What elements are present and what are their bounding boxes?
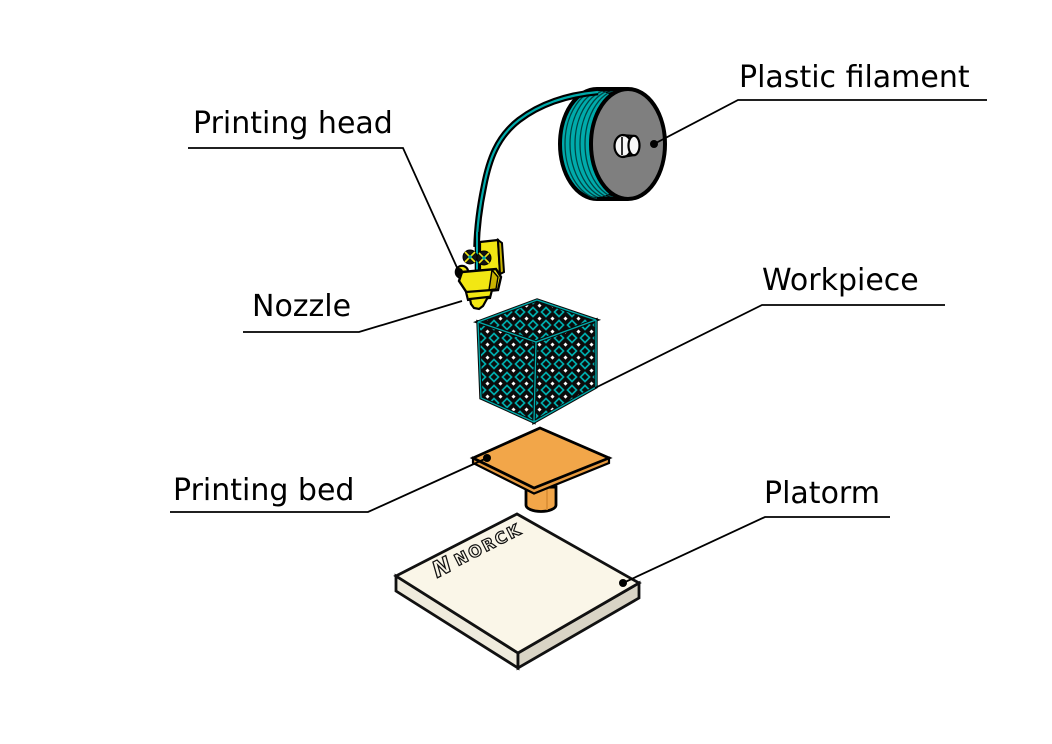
leader-plastic-filament: [653, 99, 987, 145]
leader-platform: [622, 516, 890, 584]
dot-platform: [619, 579, 627, 587]
filament-strand: [473, 88, 599, 248]
feeder-gear-right: [476, 250, 492, 266]
leader-printing-head: [188, 147, 460, 273]
leader-workpiece: [594, 304, 945, 389]
dot-printing-head: [455, 268, 463, 276]
platform-slab: N NORCK: [393, 512, 642, 671]
label-printing-head: Printing head: [193, 106, 393, 141]
label-platform: Platorm: [764, 476, 880, 511]
dot-printing-bed: [483, 454, 491, 462]
printing-head-assembly: [454, 232, 506, 311]
dot-plastic-filament: [650, 140, 658, 148]
printing-bed-part: [469, 426, 613, 513]
bed-plate: [469, 426, 613, 490]
spool-hub: [613, 133, 641, 159]
label-plastic-filament: Plastic filament: [739, 60, 970, 95]
leader-printing-bed: [170, 457, 488, 513]
label-workpiece: Workpiece: [762, 263, 919, 298]
workpiece-cube: [472, 298, 602, 425]
leader-dots: [455, 140, 658, 587]
nozzle-part: [464, 288, 494, 311]
filament-spool: [558, 87, 667, 201]
label-nozzle: Nozzle: [252, 289, 352, 324]
feeder-gear-left: [462, 249, 478, 265]
leader-lines: [170, 99, 987, 584]
label-printing-bed: Printing bed: [173, 473, 355, 508]
leader-nozzle: [243, 300, 463, 333]
